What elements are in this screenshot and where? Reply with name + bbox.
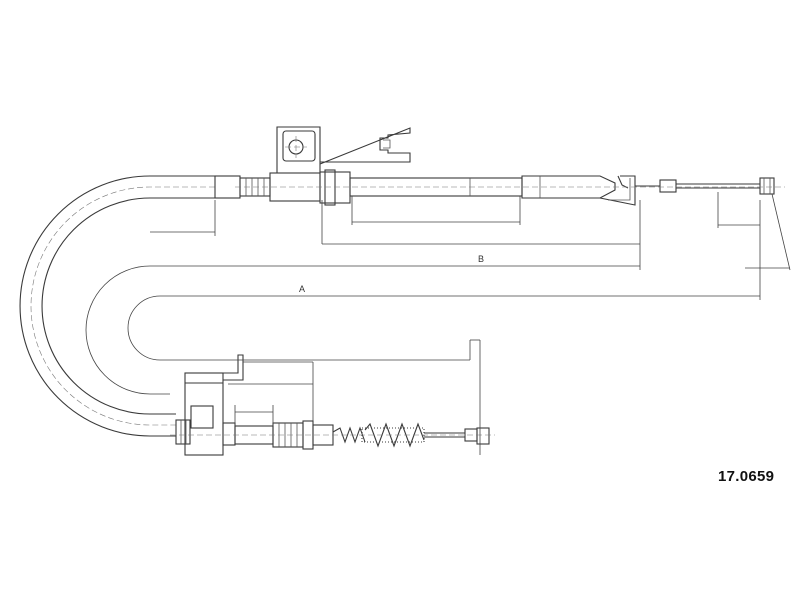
upper-end-fitting <box>214 126 785 206</box>
lower-end-fitting <box>170 354 495 456</box>
dimension-label-a: A <box>299 284 305 294</box>
dimension-label-b: B <box>478 254 484 264</box>
dimension-lines <box>85 192 791 455</box>
part-number: 17.0659 <box>718 468 775 485</box>
cable-sheath <box>19 175 215 437</box>
